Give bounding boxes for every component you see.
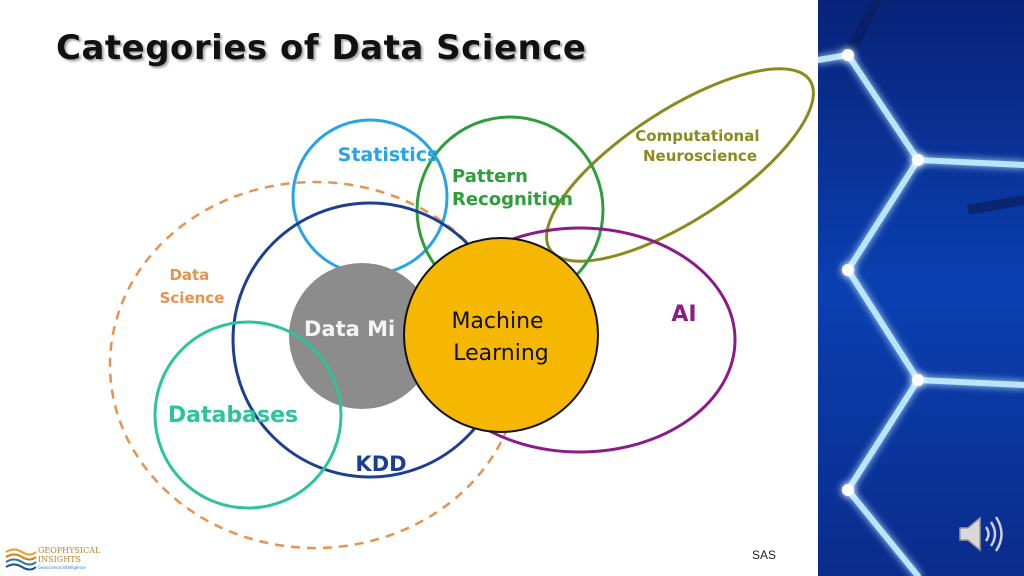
geophysical-insights-logo — [5, 548, 37, 571]
machine-learning-circle — [403, 237, 599, 433]
label-machine-learning: Machine Learning — [451, 309, 550, 366]
computational-neuroscience-ellipse — [545, 67, 815, 263]
hexagon-network-graphic — [818, 0, 1024, 576]
label-statistics: Statistics — [338, 144, 439, 166]
label-computational-neuroscience: Computational Neuroscience — [635, 127, 764, 165]
slide-title: Categories of Data Science — [56, 28, 587, 68]
label-databases: Databases — [168, 403, 298, 428]
data-mining-disc — [289, 263, 435, 409]
databases-circle — [153, 320, 343, 510]
label-data-mining: Data Mi — [304, 317, 395, 341]
label-ai: AI — [671, 302, 696, 327]
speaker-icon[interactable] — [956, 512, 1008, 556]
source-label: SAS — [752, 548, 777, 562]
logo-tagline: Geoscience Intelligence — [38, 565, 86, 570]
label-pattern-recognition: Pattern Recognition — [452, 166, 573, 210]
label-data-science: Data Science — [160, 266, 225, 307]
label-kdd: KDD — [355, 452, 406, 476]
